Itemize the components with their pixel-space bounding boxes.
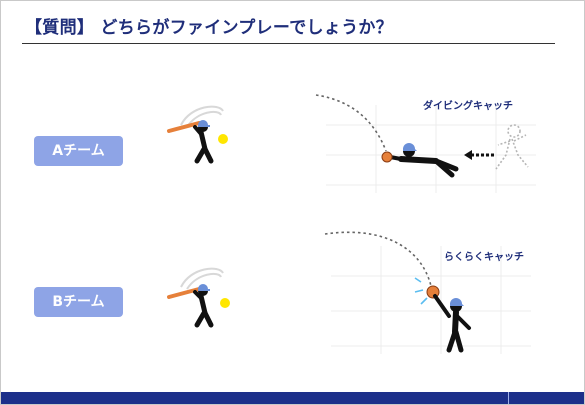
diving-catch-caption: ダイビングキャッチ: [423, 101, 513, 112]
team-a-label: Aチーム: [34, 136, 123, 166]
footer-divider: [508, 392, 509, 404]
batter-icon: [167, 267, 230, 328]
title-divider: [22, 43, 555, 44]
diving-fielder-icon: [381, 143, 459, 178]
easy-catch-caption: らくらくキャッチ: [444, 252, 524, 263]
batter-b-illustration: [161, 263, 241, 333]
footer-bar: [1, 392, 584, 404]
batter-icon: [167, 105, 228, 164]
running-fielder-outline-icon: [495, 124, 529, 170]
easy-catch-illustration: [311, 226, 541, 356]
team-b-label: Bチーム: [34, 287, 123, 317]
diving-catch-illustration: [306, 85, 556, 195]
page-title: 【質問】 どちらがファインプレーでしょうか？: [25, 18, 393, 38]
dotted-arrow-icon: [464, 150, 494, 160]
batter-a-illustration: [161, 101, 241, 171]
standing-fielder-icon: [426, 285, 471, 353]
